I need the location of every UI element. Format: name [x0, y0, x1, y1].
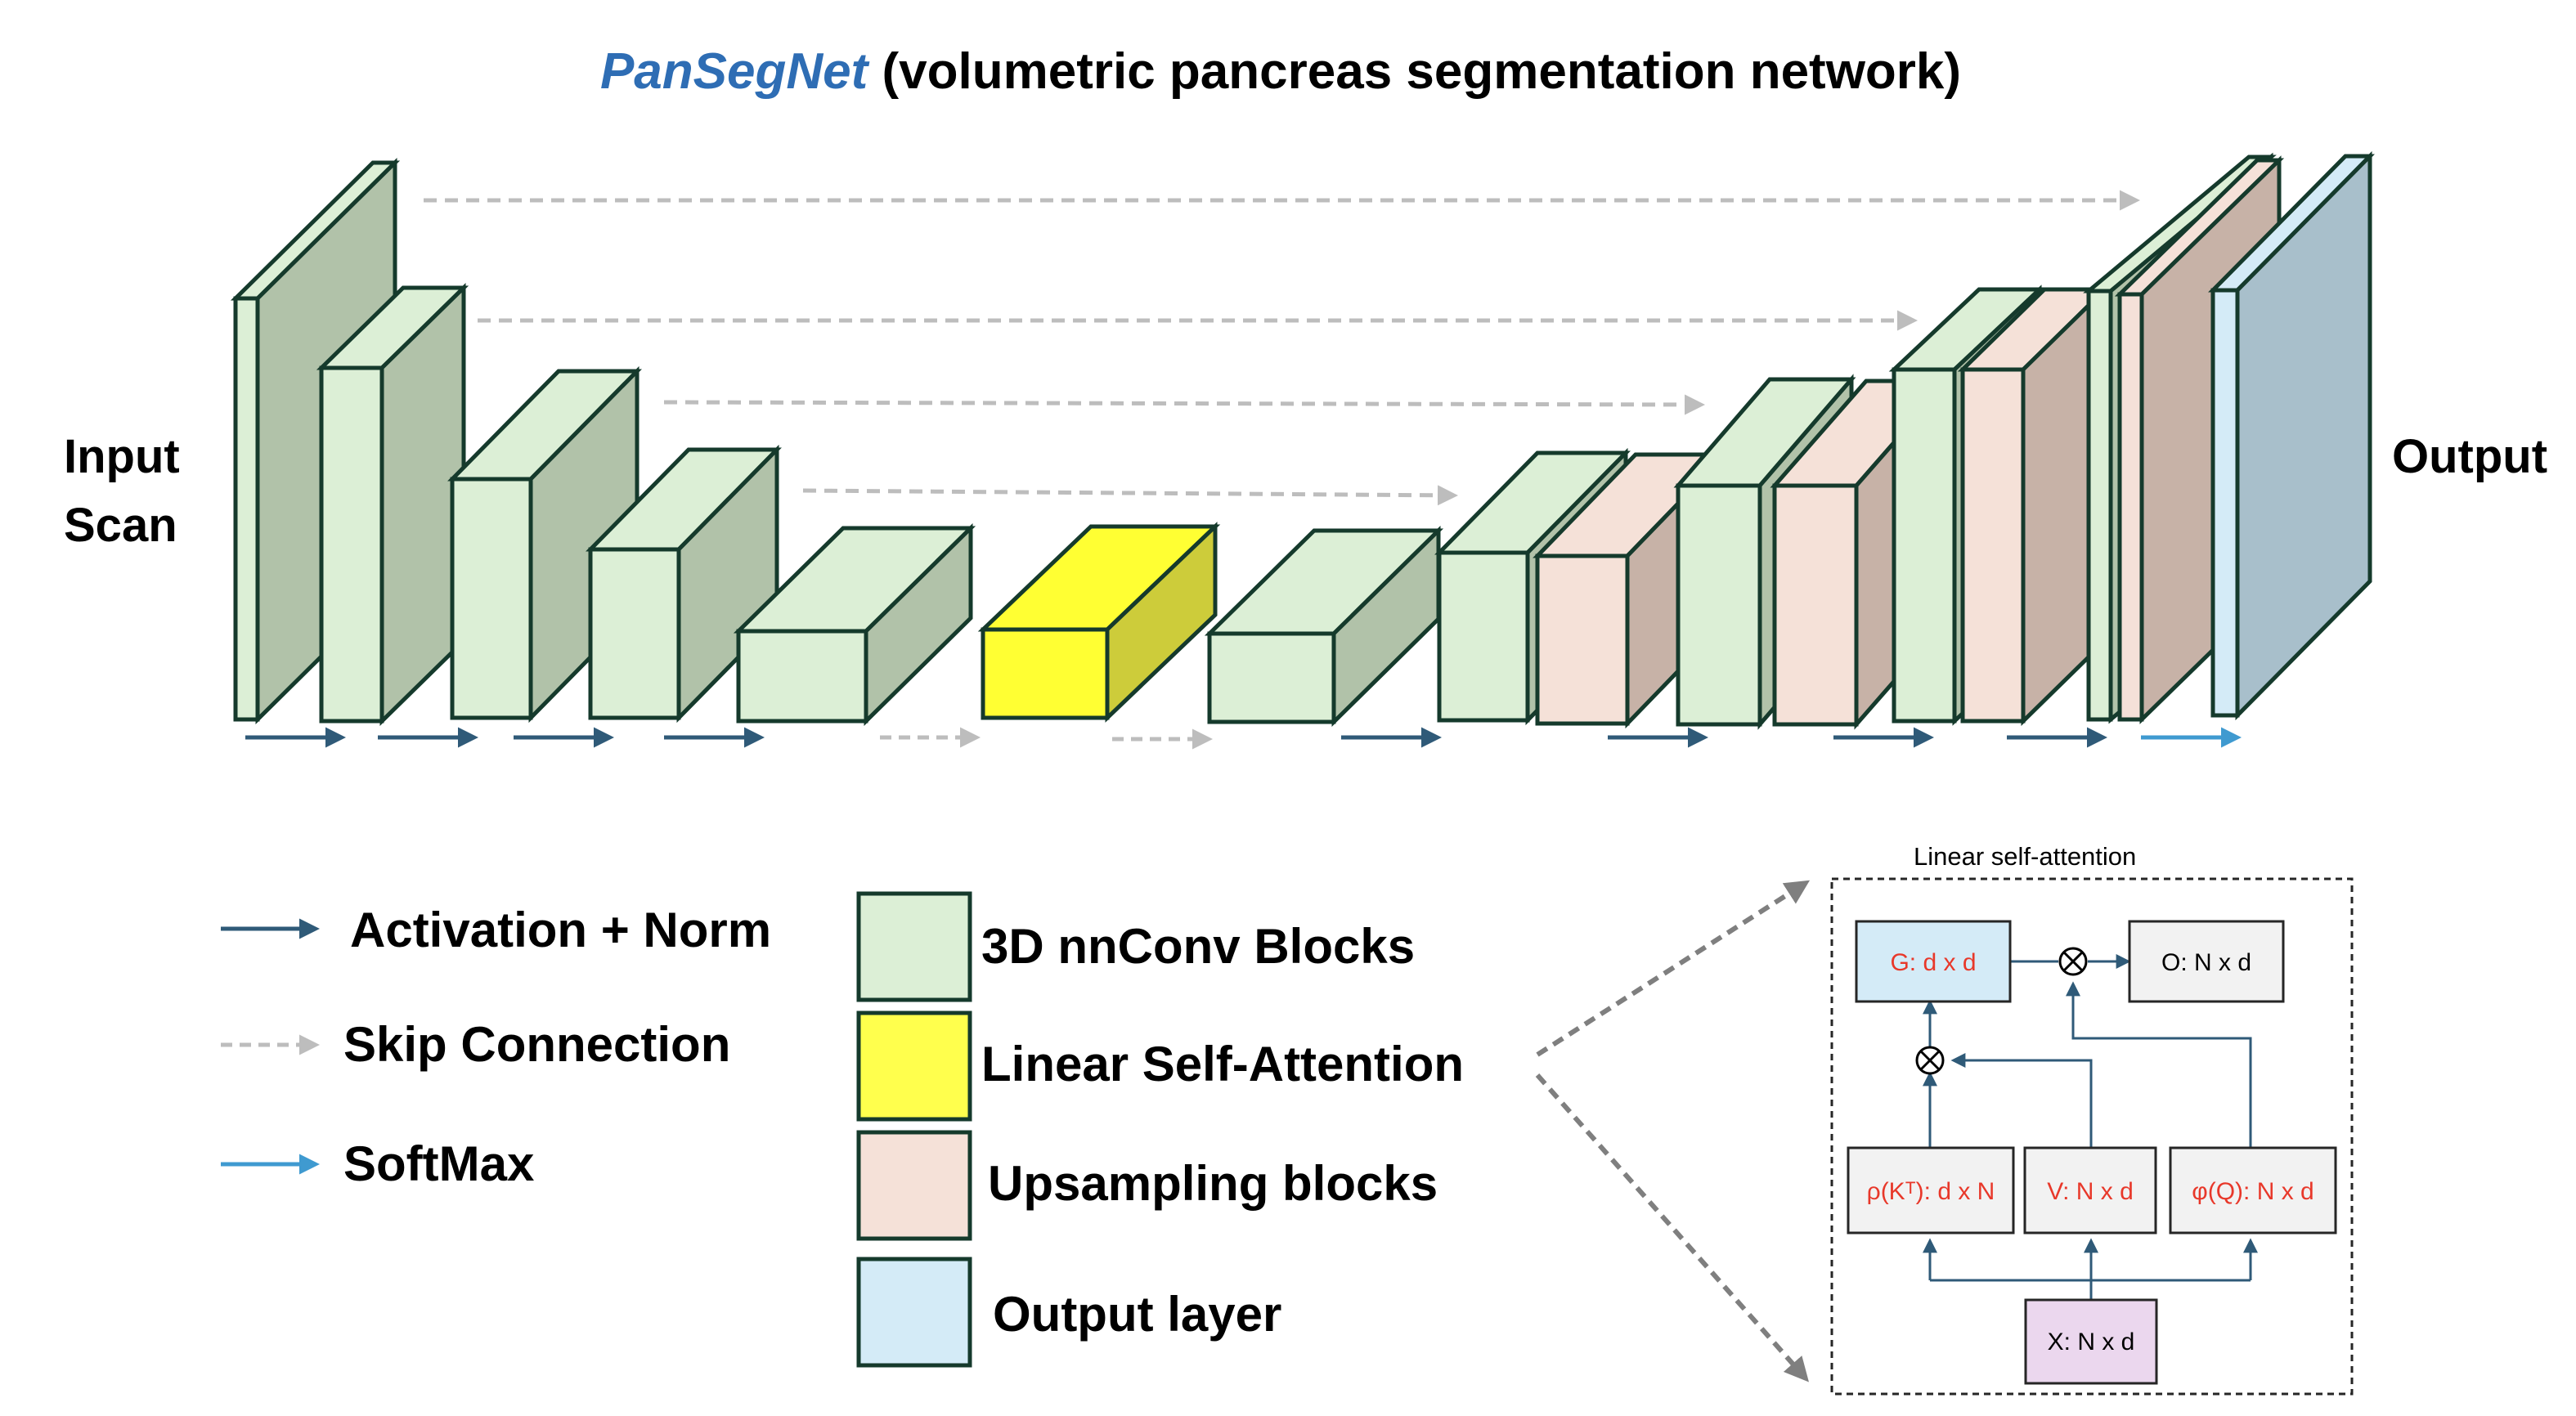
encoder-block-4-front-face — [588, 547, 681, 720]
node-q-box — [2169, 1146, 2337, 1235]
legend-output-swatch — [856, 1257, 972, 1368]
upsampling-block-4-front-face — [2117, 292, 2144, 722]
attention-pointers — [1535, 880, 1811, 1382]
legend-upsampling-label: Upsampling blocks — [988, 1156, 1438, 1211]
decoder-conv-1-front-face — [1207, 631, 1336, 724]
skip-connection-3 — [663, 394, 1705, 415]
decoder-conv-3-front-face — [1676, 483, 1762, 727]
pointer-to-attention-top — [1536, 880, 1811, 1057]
attention-block-front-face — [981, 627, 1110, 720]
title-description: (volumetric pancreas segmentation networ… — [868, 43, 1961, 100]
legend-activation-label: Activation + Norm — [350, 903, 771, 957]
attention-detail-frame — [1830, 877, 2354, 1396]
legend-output-label: Output layer — [993, 1287, 1281, 1342]
legend-softmax-label: SoftMax — [343, 1136, 534, 1191]
bottleneck-block-front-face — [736, 629, 868, 724]
node-x-box — [2024, 1298, 2158, 1385]
diagram-title: PanSegNet (volumetric pancreas segmentat… — [600, 43, 1961, 100]
multiply-top — [2058, 947, 2088, 976]
skip-connections — [424, 190, 2140, 506]
attention-detail: Linear self-attention — [1830, 842, 2354, 1396]
encoder-block-1-front-face — [233, 296, 260, 722]
pointer-to-attention-bottom — [1535, 1073, 1809, 1382]
upsampling-block-1-front-face — [1535, 553, 1630, 726]
multiply-left-cross-b — [1919, 1050, 1941, 1071]
q-to-mult-line — [2066, 981, 2252, 1148]
skip-connection-4 — [802, 485, 1458, 506]
node-k-label: ρ(Kᵀ): d x N — [1867, 1178, 1995, 1205]
legend-conv-swatch — [856, 891, 972, 1002]
node-q-label: φ(Q): N x d — [2192, 1178, 2313, 1205]
encoder-block-2-front-face — [319, 365, 384, 724]
decoder-conv-5-front-face — [2086, 289, 2113, 722]
input-label-line1: Input — [64, 430, 180, 483]
network-blocks — [230, 150, 2375, 730]
encoder-block-2 — [316, 283, 469, 726]
node-g-label: G: d x d — [1890, 949, 1976, 976]
decoder-conv-4-front-face — [1892, 367, 1957, 724]
v-to-mult-line — [1950, 1053, 2093, 1148]
node-k-box — [1847, 1146, 2015, 1235]
upsampling-block-2-front-face — [1772, 483, 1859, 727]
attention-detail-title: Linear self-attention — [1914, 842, 2136, 871]
node-o-box — [2128, 920, 2285, 1003]
decoder-conv-1 — [1204, 526, 1444, 727]
legend-blocks: 3D nnConv Blocks Linear Self-Attention U… — [856, 891, 1464, 1368]
node-x-label: X: N x d — [2048, 1329, 2135, 1356]
decoder-conv-2-front-face — [1437, 550, 1530, 723]
attention-block — [977, 522, 1221, 723]
transition-arrows — [245, 727, 2242, 750]
multiply-top-cross-b — [2062, 951, 2084, 972]
bottleneck-block — [733, 523, 976, 726]
output-label: Output — [2392, 430, 2547, 483]
title-network-name: PanSegNet — [600, 43, 870, 100]
output-block-front-face — [2210, 288, 2240, 718]
node-v-label: V: N x d — [2047, 1178, 2134, 1205]
node-v-box — [2023, 1146, 2157, 1235]
upsampling-block-3-front-face — [1960, 367, 2026, 724]
input-label-line2: Scan — [64, 499, 177, 552]
encoder-block-3-front-face — [450, 477, 533, 720]
upsampling-block-3 — [1957, 285, 2111, 726]
legend-attention-swatch — [856, 1010, 972, 1122]
output-block — [2208, 150, 2375, 721]
node-g-box — [1855, 920, 2012, 1003]
legend-arrows: Activation + Norm Skip Connection SoftMa… — [221, 903, 771, 1191]
encoder-block-4 — [586, 444, 782, 724]
legend-skip-label: Skip Connection — [343, 1017, 730, 1072]
legend-conv-label: 3D nnConv Blocks — [981, 919, 1415, 974]
node-o-label: O: N x d — [2161, 949, 2251, 976]
multiply-left — [1915, 1046, 1945, 1075]
legend-upsampling-swatch — [856, 1130, 972, 1241]
attention-connectors — [1923, 954, 2258, 1300]
legend-attention-label: Linear Self-Attention — [981, 1037, 1464, 1091]
